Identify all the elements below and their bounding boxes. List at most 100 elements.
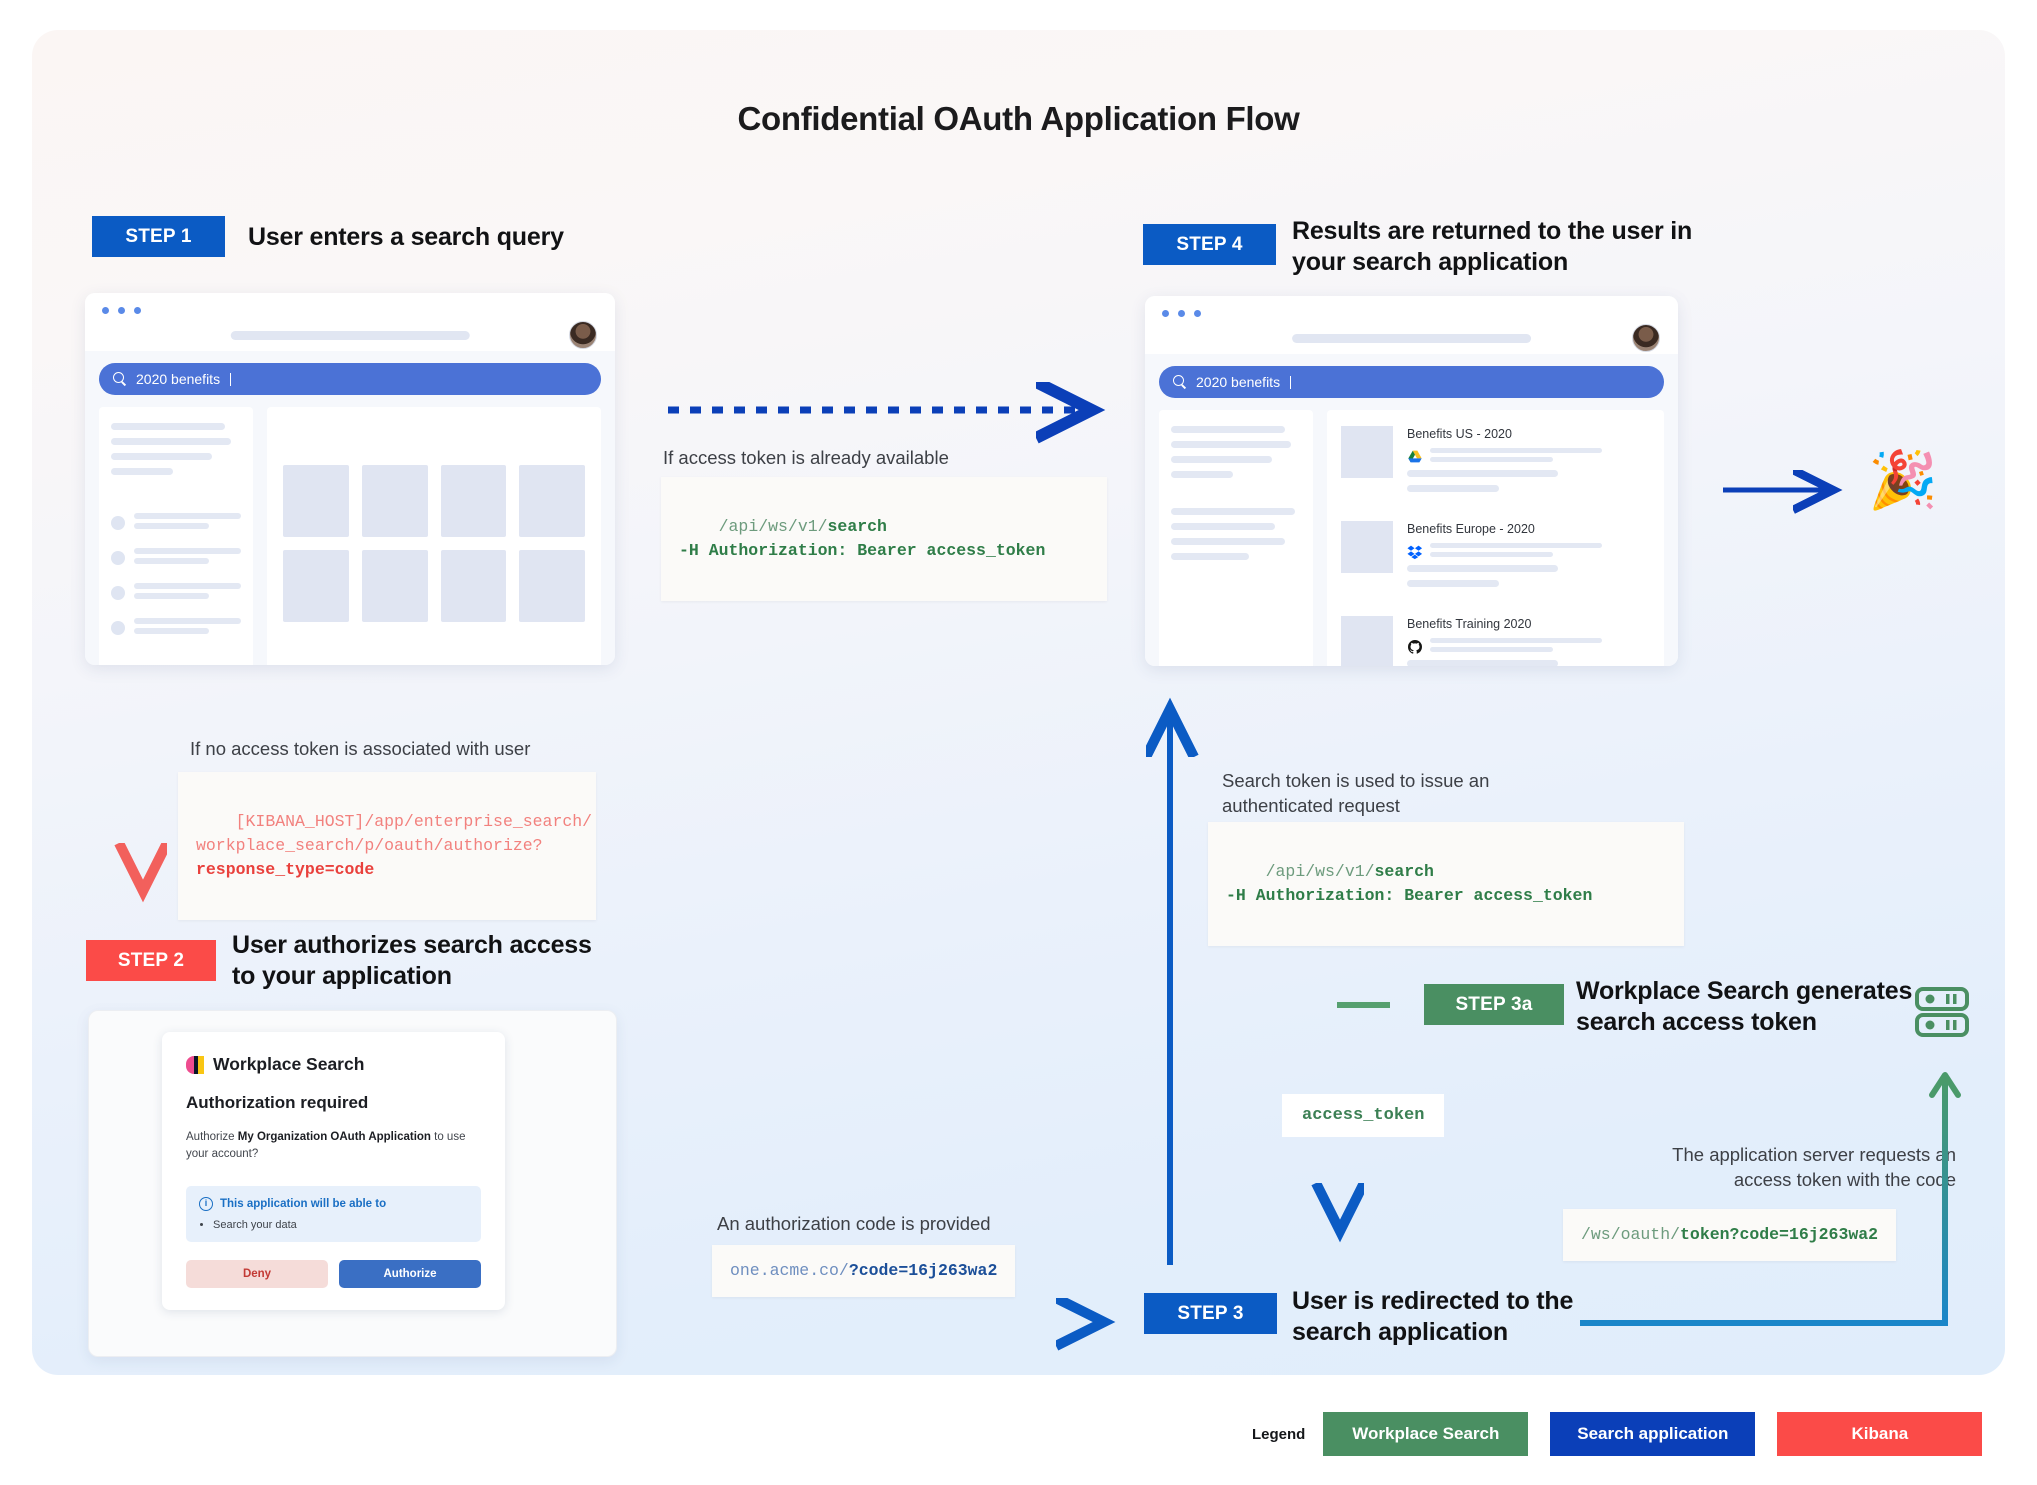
search-query-text: 2020 benefits <box>136 371 221 387</box>
dropbox-icon <box>1407 545 1423 560</box>
list-item <box>111 548 241 568</box>
deny-button[interactable]: Deny <box>186 1259 328 1288</box>
code-query: token?code=16j263wa2 <box>1680 1225 1879 1244</box>
code-query: ?code=16j263wa2 <box>848 1261 998 1280</box>
authorize-button[interactable]: Authorize <box>339 1259 481 1288</box>
note-auth-code: An authorization code is provided <box>717 1213 991 1234</box>
code-host: one.acme.co/ <box>730 1261 849 1280</box>
search-row: 2020 benefits <box>85 351 615 407</box>
list-item <box>111 618 241 638</box>
result-title: Benefits Training 2020 <box>1407 617 1532 631</box>
search-icon <box>113 372 127 386</box>
list-item[interactable]: Benefits Training 2020 <box>1341 616 1650 666</box>
legend-chip-workplace-search: Workplace Search <box>1323 1412 1529 1456</box>
text-caret <box>230 372 232 386</box>
code-search-request-2: /api/ws/v1/search -H Authorization: Bear… <box>1208 822 1684 946</box>
browser-body <box>85 407 615 665</box>
code-endpoint: search <box>827 516 887 536</box>
workplace-search-mark-icon <box>186 1055 204 1074</box>
step-4-pill: STEP 4 <box>1143 224 1276 265</box>
server-rack-icon <box>1915 987 1969 1037</box>
search-input[interactable]: 2020 benefits <box>1159 366 1664 398</box>
search-input[interactable]: 2020 benefits <box>99 363 601 395</box>
list-item[interactable]: Benefits US - 2020 <box>1341 426 1650 500</box>
list-item <box>111 513 241 533</box>
code-header: -H Authorization: Bearer access_token <box>679 540 1046 560</box>
list-item[interactable]: Benefits Europe - 2020 <box>1341 521 1650 595</box>
note-server-requests: The application server requests an acces… <box>1672 1144 1956 1190</box>
facet-list <box>111 513 241 638</box>
results-grid <box>267 407 601 665</box>
window-dots-icon <box>102 307 141 314</box>
search-query-text: 2020 benefits <box>1196 374 1281 390</box>
callout-heading-row: i This application will be able to <box>199 1196 468 1211</box>
url-bar-placeholder <box>230 331 470 340</box>
code-token-request: /ws/oauth/token?code=16j263wa2 <box>1563 1209 1897 1261</box>
authorization-card: Workplace Search Authorization required … <box>162 1032 505 1310</box>
browser-chrome <box>1145 296 1678 354</box>
desc-post: to use your account? <box>186 1131 466 1161</box>
step-3a-pill: STEP 3a <box>1424 984 1564 1025</box>
google-drive-icon <box>1408 450 1422 463</box>
logo-text: Workplace Search <box>213 1054 365 1074</box>
auth-button-row: Deny Authorize <box>186 1259 481 1288</box>
step-1-pill: STEP 1 <box>92 216 225 257</box>
callout-heading: This application will be able to <box>220 1197 387 1210</box>
code-header: -H Authorization: Bearer access_token <box>1226 885 1593 905</box>
legend-label: Legend <box>1252 1425 1306 1443</box>
github-icon <box>1408 640 1423 654</box>
browser-chrome <box>85 293 615 351</box>
code-url: [KIBANA_HOST]/app/enterprise_search/ wor… <box>196 811 593 855</box>
text-caret <box>1290 375 1292 389</box>
workplace-search-logo: Workplace Search <box>186 1054 481 1075</box>
result-thumbnail <box>1341 616 1393 666</box>
note-search-token: Search token is used to issue an authent… <box>1222 770 1490 816</box>
result-thumbnail <box>1341 521 1393 573</box>
access-token-chip: access_token <box>1282 1094 1445 1137</box>
avatar <box>569 321 597 349</box>
code-param: response_type=code <box>196 859 375 879</box>
search-icon <box>1173 375 1187 389</box>
facet-sidebar <box>99 407 253 665</box>
info-icon: i <box>199 1196 213 1211</box>
permission-item: Search your data <box>213 1219 468 1231</box>
search-app-browser-step4: 2020 benefits Benefi <box>1145 296 1678 666</box>
code-search-request-1: /api/ws/v1/search -H Authorization: Bear… <box>661 477 1107 601</box>
code-path: /api/ws/v1/ <box>718 516 828 536</box>
code-path: /api/ws/v1/ <box>1265 861 1375 881</box>
step-2-title: User authorizes search access to your ap… <box>232 931 592 990</box>
note-no-token: If no access token is associated with us… <box>190 738 531 759</box>
search-app-browser-step1: 2020 benefits <box>85 293 615 665</box>
step-3a-title: Workplace Search generates search access… <box>1576 977 1913 1036</box>
code-path: /ws/oauth/ <box>1581 1225 1681 1244</box>
legend: Legend Workplace Search Search applicati… <box>1252 1412 1983 1456</box>
step-1-title: User enters a search query <box>248 223 564 251</box>
page-title: Confidential OAuth Application Flow <box>737 100 1300 137</box>
step-3-title: User is redirected to the search applica… <box>1292 1287 1574 1346</box>
auth-heading: Authorization required <box>186 1093 369 1112</box>
party-popper-icon: 🎉 <box>1868 448 1938 511</box>
avatar <box>1632 324 1660 352</box>
step-2-pill: STEP 2 <box>86 940 216 981</box>
desc-app-name: My Organization OAuth Application <box>237 1131 431 1143</box>
browser-body: Benefits US - 2020 <box>1145 410 1678 666</box>
code-kibana-authorize: [KIBANA_HOST]/app/enterprise_search/ wor… <box>178 772 596 920</box>
code-endpoint: search <box>1374 861 1434 881</box>
step-4-title: Results are returned to the user in your… <box>1292 217 1693 276</box>
auth-description: Authorize My Organization OAuth Applicat… <box>186 1129 481 1164</box>
facet-sidebar <box>1159 410 1313 666</box>
window-dots-icon <box>1162 310 1201 317</box>
step-3-pill: STEP 3 <box>1144 1293 1277 1334</box>
legend-chip-search-application: Search application <box>1550 1412 1756 1456</box>
search-results-list: Benefits US - 2020 <box>1327 410 1664 666</box>
list-item <box>111 583 241 603</box>
permissions-callout: i This application will be able to Searc… <box>186 1185 481 1242</box>
result-thumbnail <box>1341 426 1393 478</box>
result-title: Benefits Europe - 2020 <box>1407 522 1535 536</box>
url-bar-placeholder <box>1291 334 1532 343</box>
code-redirect-url: one.acme.co/?code=16j263wa2 <box>712 1245 1016 1297</box>
result-title: Benefits US - 2020 <box>1407 427 1512 441</box>
desc-pre: Authorize <box>186 1131 238 1143</box>
note-token-available: If access token is already available <box>663 447 949 468</box>
